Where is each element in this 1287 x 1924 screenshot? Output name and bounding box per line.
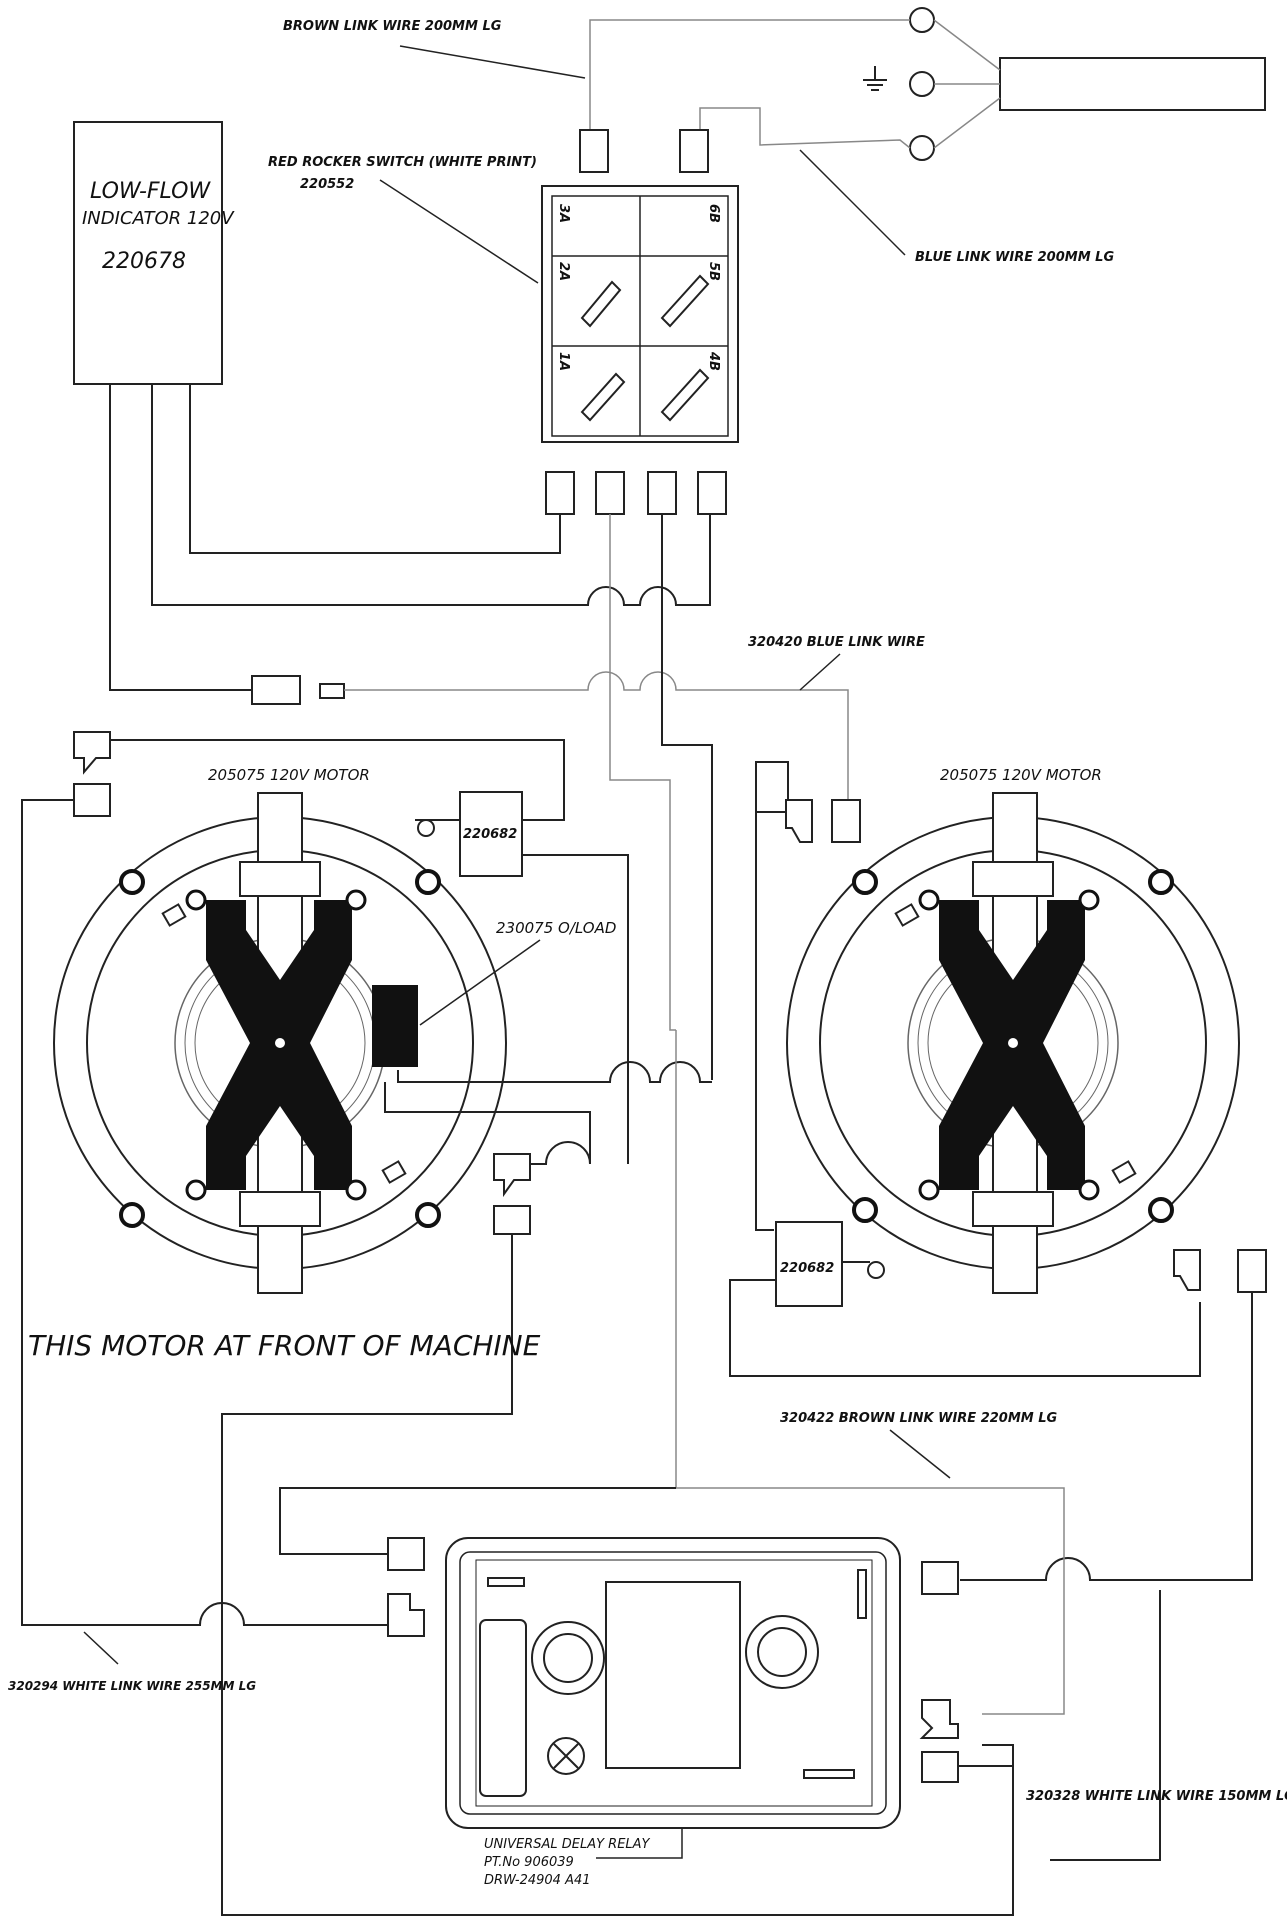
terminal-blue-top (679, 129, 709, 173)
label-blue-link-320420: 320420 BLUE LINK WIRE (748, 635, 925, 650)
label-blue-link-top: BLUE LINK WIRE 200MM LG (915, 250, 1114, 265)
low-flow-indicator: LOW-FLOW INDICATOR 120V 220678 (73, 121, 235, 385)
label-relay-3: DRW-24904 A41 (484, 1873, 591, 1888)
mains-connector (863, 7, 1266, 161)
switch-term-6b: 6B (706, 204, 721, 223)
x-icon (547, 1737, 585, 1775)
label-relay-1: UNIVERSAL DELAY RELAY (484, 1837, 651, 1852)
switch-term-3a: 3A (556, 204, 571, 223)
label-white-link-320328: 320328 WHITE LINK WIRE 150MM LG (1026, 1789, 1287, 1804)
label-cap-right: 220682 (780, 1261, 834, 1276)
capacitor-right (775, 1221, 843, 1307)
label-cap-left: 220682 (463, 827, 517, 842)
left-motor (53, 792, 507, 1294)
switch-term-2a: 2A (556, 262, 571, 281)
capacitor-left (459, 791, 523, 877)
delay-relay (445, 1537, 901, 1829)
ground-icon (863, 66, 887, 91)
terminal-brown-top (579, 129, 609, 173)
label-low-flow-pn: 220678 (102, 249, 186, 274)
label-brown-link-top: BROWN LINK WIRE 200MM LG (283, 19, 502, 34)
label-red-rocker: RED ROCKER SWITCH (WHITE PRINT) (268, 155, 537, 170)
label-low-flow-1: LOW-FLOW (90, 179, 211, 204)
switch-terminal-labels: 3A 6B 2A 5B 1A 4B (556, 204, 721, 371)
label-red-rocker-pn: 220552 (300, 177, 354, 192)
right-motor (786, 792, 1240, 1294)
label-white-link-320294: 320294 WHITE LINK WIRE 255MM LG (8, 1679, 256, 1693)
label-brown-link-320422: 320422 BROWN LINK WIRE 220MM LG (780, 1411, 1058, 1426)
overload-block (372, 985, 418, 1067)
label-low-flow-2: INDICATOR 120V (82, 208, 235, 229)
label-motor-left: 205075 120V MOTOR (208, 766, 370, 784)
label-overload: 230075 O/LOAD (496, 919, 616, 937)
switch-term-5b: 5B (706, 262, 721, 281)
label-relay-2: PT.No 906039 (484, 1855, 574, 1870)
label-front-note: THIS MOTOR AT FRONT OF MACHINE (28, 1329, 541, 1362)
switch-term-4b: 4B (706, 351, 721, 371)
rocker-switch: 3A 6B 2A 5B 1A 4B (541, 185, 739, 443)
switch-term-1a: 1A (556, 352, 571, 371)
label-motor-right: 205075 120V MOTOR (940, 766, 1102, 784)
